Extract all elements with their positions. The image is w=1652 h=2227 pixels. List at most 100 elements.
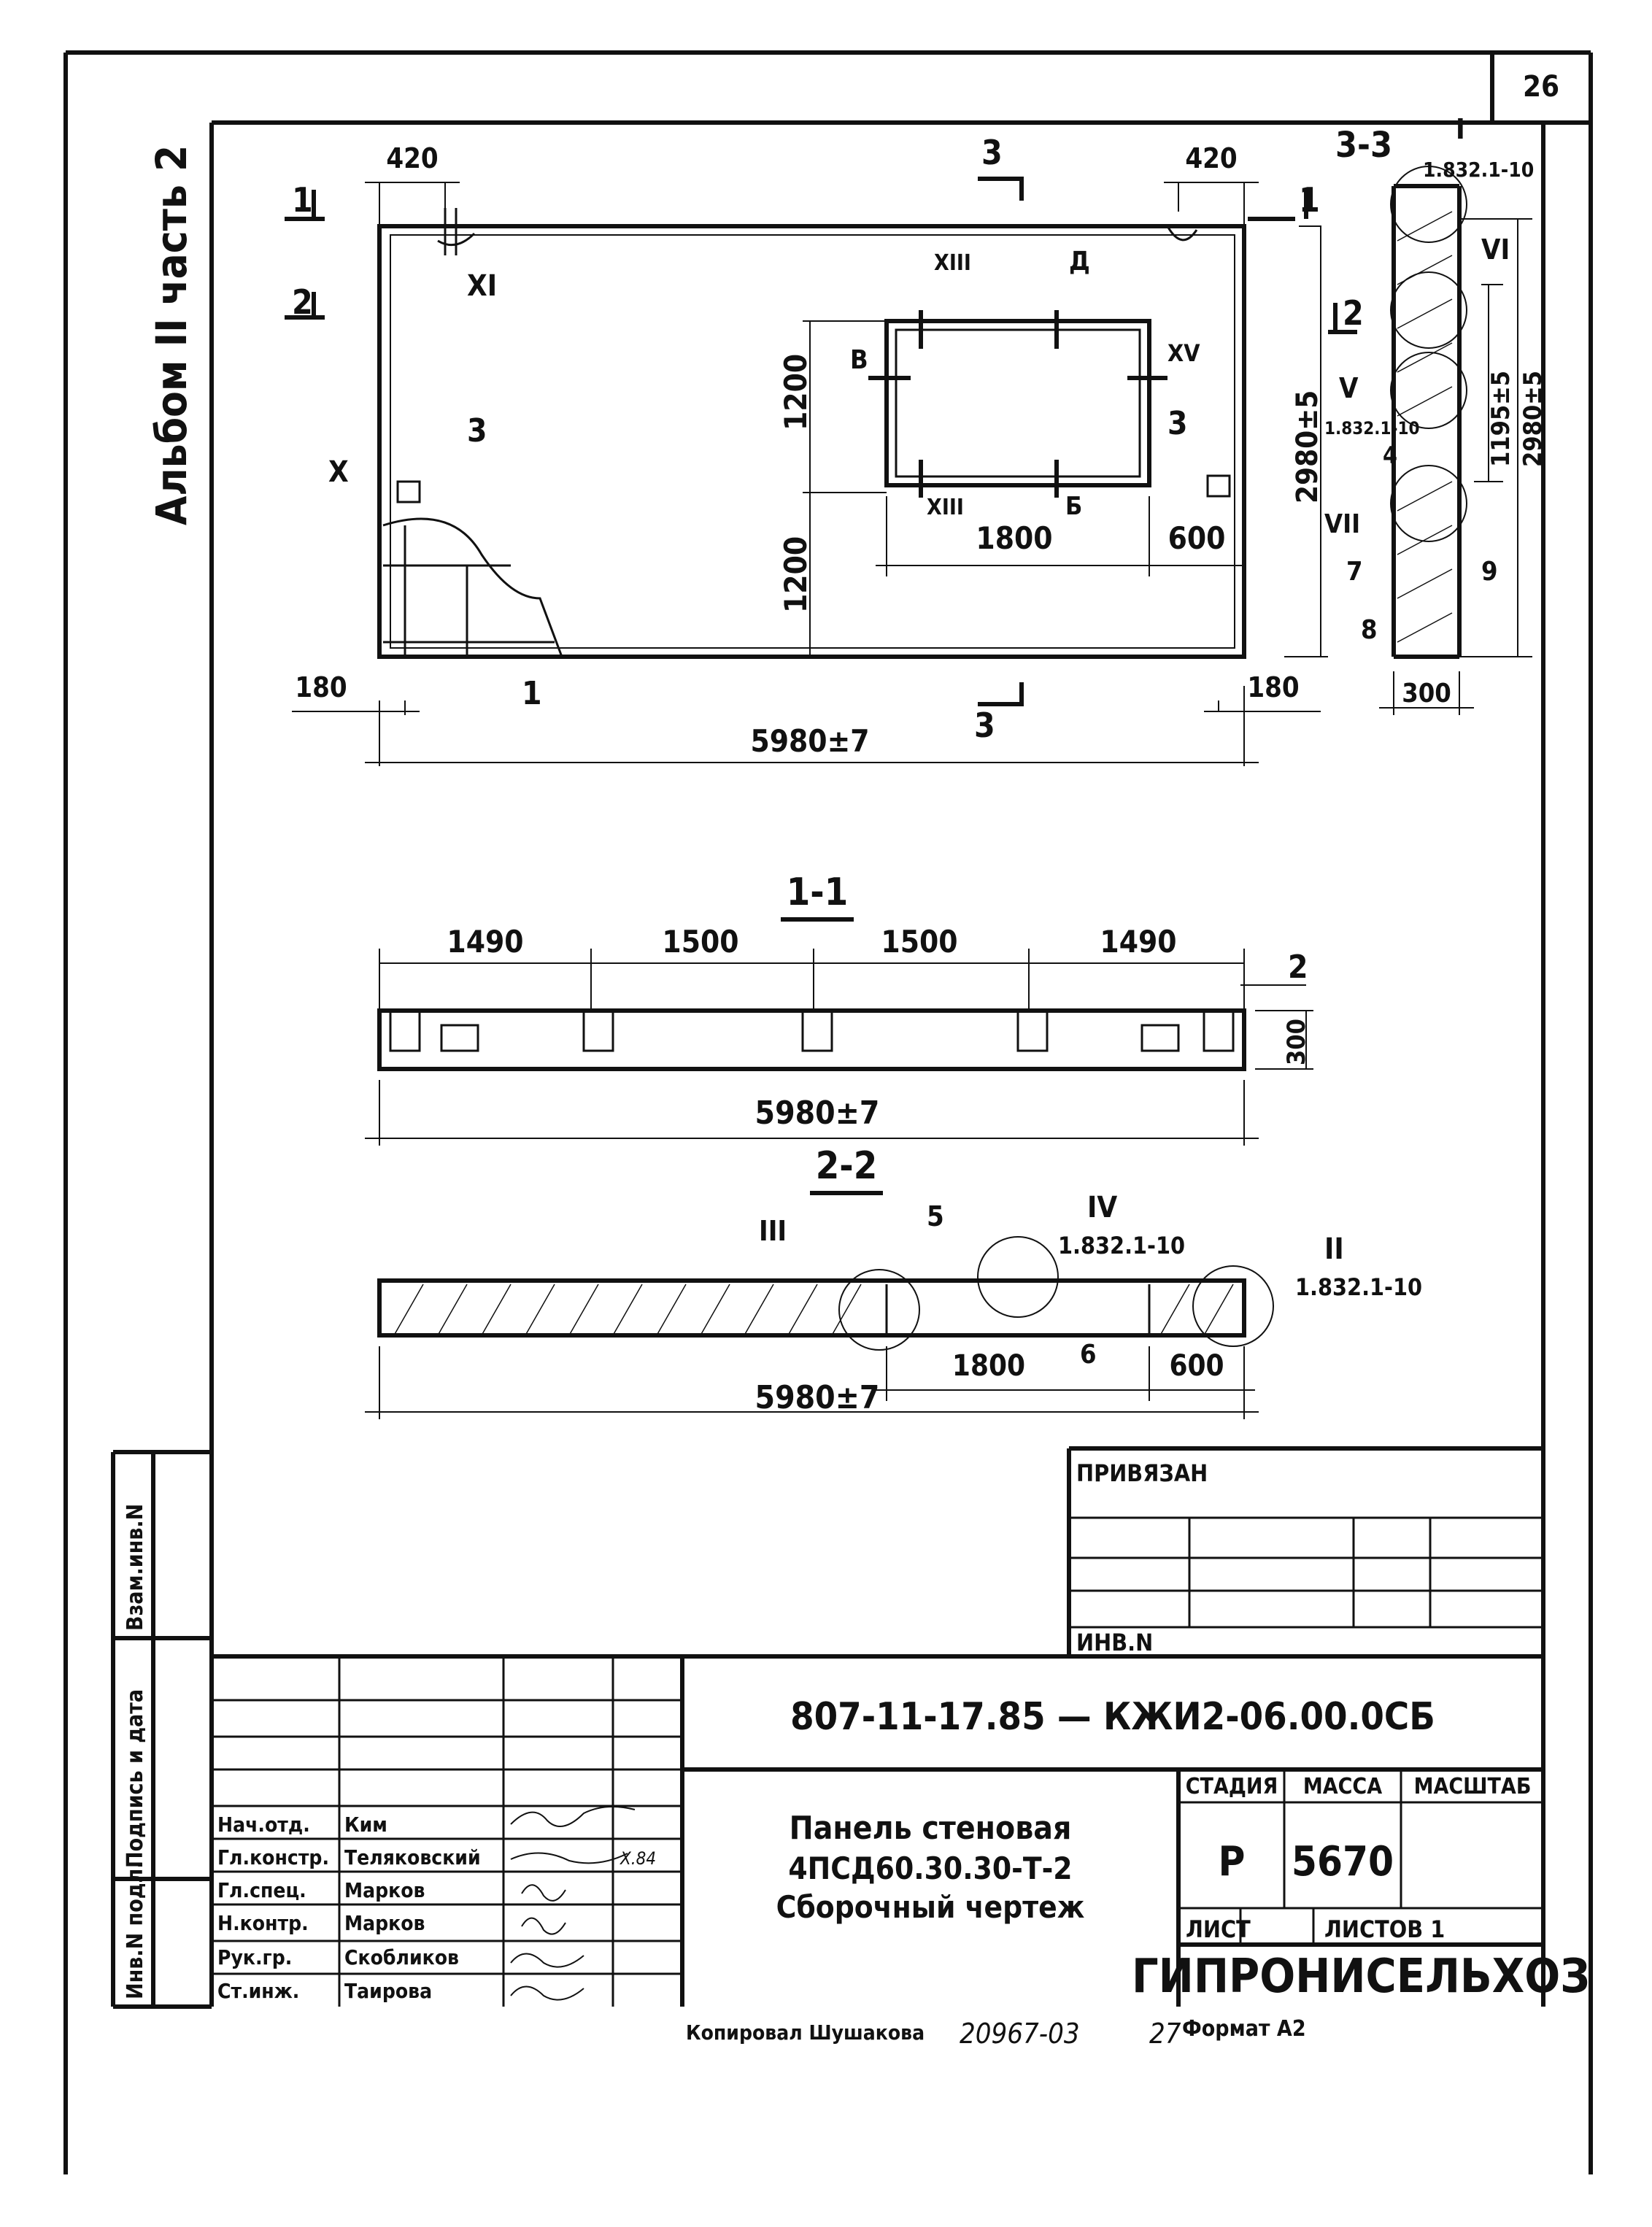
dim-1490-b: 1490 [1100, 924, 1176, 960]
node-x: X [328, 455, 349, 489]
stage-header: СТАДИЯ [1186, 1774, 1278, 1799]
section-2-2-title: 2-2 [816, 1144, 878, 1188]
section-1-1 [365, 917, 1313, 1146]
section-2-2 [365, 1191, 1274, 1419]
footer-copied: Копировал Шушакова [686, 2020, 925, 2045]
footer-page: 27 [1149, 2018, 1181, 2050]
title-line-1: Панель стеновая [790, 1810, 1072, 1847]
role-0: Нач.отд. [217, 1813, 310, 1837]
name-2: Марков [344, 1878, 425, 1902]
cut-2-left: 2 [292, 282, 313, 322]
dim-overall-2-2: 5980±7 [755, 1379, 880, 1416]
cut-2-right: 2 [1343, 293, 1364, 333]
dim-1490-a: 1490 [447, 924, 523, 960]
role-4: Рук.гр. [217, 1945, 292, 1969]
node-i: I [1456, 113, 1465, 145]
section-3-3 [1379, 166, 1532, 715]
pos-1: 1 [522, 675, 542, 712]
name-5: Таирова [344, 1979, 432, 2003]
side-label-vzam: Взам.инв.N [123, 1504, 148, 1631]
privyazan-label: ПРИВЯЗАН [1076, 1459, 1208, 1487]
album-label: Альбом II часть 2 [147, 145, 196, 525]
stage-value: Р [1219, 1838, 1246, 1886]
role-1: Гл.констр. [217, 1845, 329, 1869]
dim-600-2-2: 600 [1169, 1349, 1224, 1383]
mark-v: В [850, 345, 868, 375]
cut-1-right: 1 [1299, 180, 1320, 220]
inv-n-label: ИНВ.N [1076, 1629, 1153, 1656]
footer-format: Формат А2 [1182, 2016, 1306, 2042]
pos-4: 4 [1383, 441, 1397, 469]
node-xiii-top: XIII [934, 250, 971, 276]
node-iv: IV [1087, 1191, 1117, 1224]
node-v-ref: 1.832.1-10 [1324, 418, 1420, 439]
role-3: Н.контр. [217, 1911, 309, 1935]
cut-3-top: 3 [981, 133, 1003, 172]
list-header: ЛИСТ [1186, 1915, 1251, 1943]
organization: ГИПРОНИСЕЛЬХОЗ [1132, 1950, 1590, 2004]
lists-header: ЛИСТОВ 1 [1324, 1915, 1445, 1943]
name-3: Марков [344, 1911, 425, 1935]
dim-1500-a: 1500 [662, 924, 738, 960]
dim-420-left: 420 [386, 142, 438, 174]
name-1: Теляковский [344, 1845, 481, 1869]
dim-420-right: 420 [1185, 142, 1237, 174]
pos-3-right: 3 [1167, 405, 1188, 442]
mass-value: 5670 [1292, 1838, 1394, 1886]
node-xi: XI [467, 269, 497, 303]
dim-180-left: 180 [295, 671, 347, 703]
cut-1-left: 1 [292, 180, 313, 220]
mass-header: МАССА [1303, 1774, 1382, 1799]
dim-1800: 1800 [976, 520, 1052, 556]
name-0: Ким [344, 1813, 387, 1837]
node-xiii-bottom: XIII [927, 495, 964, 520]
pos-2: 2 [1288, 949, 1308, 986]
dim-300-1-1: 300 [1282, 1019, 1311, 1065]
dim-600: 600 [1168, 520, 1226, 556]
pos-3-left: 3 [467, 412, 487, 449]
plan-dimensions [285, 177, 1357, 766]
pos-6: 6 [1080, 1340, 1097, 1370]
node-iii: III [759, 1215, 787, 1247]
dim-300-section: 300 [1402, 679, 1451, 709]
dim-1195: 1195±5 [1486, 371, 1516, 467]
node-iv-ref: 1.832.1-10 [1058, 1232, 1185, 1259]
plan-view [377, 208, 1246, 659]
role-2: Гл.спец. [217, 1878, 306, 1902]
node-vii: VII [1324, 509, 1360, 539]
outer-frame [63, 50, 1593, 2174]
mark-d: Д [1069, 247, 1090, 277]
signatures [510, 1806, 636, 2001]
title-line-2: 4ПСД60.30.30-Т-2 [788, 1850, 1072, 1886]
window-opening [884, 319, 1151, 487]
title-line-3: Сборочный чертеж [776, 1889, 1085, 1925]
sheet-number: 26 [1523, 70, 1559, 104]
section-3-3-title: 3-3 [1335, 125, 1392, 166]
sheet-number-box [1490, 53, 1591, 125]
title-block [111, 1446, 1543, 2009]
cut-3-bottom: 3 [974, 706, 995, 745]
pos-7: 7 [1346, 557, 1363, 587]
pos-5: 5 [927, 1200, 944, 1232]
side-label-inv: Инв.N подл. [123, 1861, 148, 1999]
side-label-sign: Подпись и дата [123, 1689, 148, 1868]
dim-overall-1-1: 5980±7 [755, 1095, 880, 1132]
node-vi: VI [1481, 233, 1510, 266]
dim-2980-section: 2980±5 [1518, 371, 1548, 467]
reinforcement-grid [383, 525, 555, 657]
node-v: V [1339, 372, 1359, 404]
dim-height-plan: 2980±5 [1291, 390, 1324, 503]
role-5: Ст.инж. [217, 1979, 299, 2003]
dim-1200-bottom: 1200 [778, 536, 814, 613]
date-note: Х.84 [620, 1848, 656, 1869]
node-ii: II [1324, 1232, 1344, 1266]
footer-number: 20967-03 [960, 2018, 1080, 2050]
pos-8: 8 [1361, 615, 1378, 645]
dim-1200-top: 1200 [778, 354, 814, 431]
scale-header: МАСШТАБ [1414, 1774, 1532, 1799]
mark-b: Б [1065, 492, 1082, 521]
section-1-1-title: 1-1 [787, 871, 849, 914]
node-i-ref: 1.832.1-10 [1423, 158, 1534, 182]
dim-1500-b: 1500 [881, 924, 957, 960]
